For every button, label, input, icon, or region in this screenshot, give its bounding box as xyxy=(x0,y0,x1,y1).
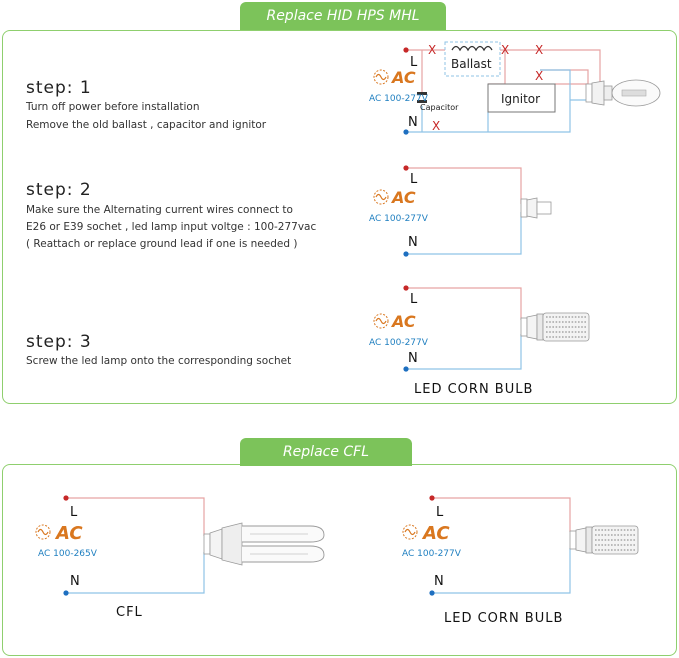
live-label: L xyxy=(70,505,78,520)
led-corn-bulb-icon xyxy=(569,525,639,555)
ac-voltage: AC 100-277V xyxy=(369,94,429,104)
step-3-text-1: Screw the led lamp onto the correspondin… xyxy=(26,355,292,367)
live-label: L xyxy=(410,55,418,70)
cfl-bulb-icon xyxy=(203,522,325,566)
hid-lamp-icon xyxy=(585,79,661,107)
hid-tab: Replace HID HPS MHL xyxy=(240,2,446,30)
step-3-title: step: 3 xyxy=(26,332,92,352)
socket-icon xyxy=(520,197,552,219)
ac-icon xyxy=(402,524,418,540)
cfl-panel xyxy=(2,464,677,656)
live-label: L xyxy=(436,505,444,520)
ac-voltage: AC 100-277V xyxy=(402,549,462,559)
cfl-led-diagram: L N AC AC 100-277V xyxy=(402,495,639,596)
neutral-label: N xyxy=(434,574,444,589)
ac-icon xyxy=(373,69,389,85)
step-2-text-1: Make sure the Alternating current wires … xyxy=(26,204,293,216)
ac-voltage: AC 100-277V xyxy=(369,214,429,224)
step-3-diagram: L N AC AC 100-277V xyxy=(369,285,590,372)
cfl-diagram: L N AC AC 100-265V xyxy=(35,495,325,596)
led-corn-bulb-icon xyxy=(520,312,590,342)
ac-icon xyxy=(373,189,389,205)
caption-cfl: CFL xyxy=(116,605,143,620)
x-mark: X xyxy=(535,43,543,57)
live-label: L xyxy=(410,172,418,187)
neutral-label: N xyxy=(408,115,418,130)
x-mark: X xyxy=(432,119,440,133)
step-1-title: step: 1 xyxy=(26,78,92,98)
step-2-text-2: E26 or E39 sochet , led lamp input voltg… xyxy=(26,221,317,233)
ac-label: AC xyxy=(421,523,450,544)
live-label: L xyxy=(410,292,418,307)
step-1-text-1: Turn off power before installation xyxy=(26,101,200,113)
ac-label: AC xyxy=(390,68,416,87)
ac-icon xyxy=(373,313,389,329)
ballast-label: Ballast xyxy=(451,57,492,71)
ac-label: AC xyxy=(390,188,416,207)
caption-led-corn-bulb-cfl: LED CORN BULB xyxy=(444,611,564,626)
ac-label: AC xyxy=(54,523,83,544)
step-2-title: step: 2 xyxy=(26,180,92,200)
caption-led-corn-bulb-hid: LED CORN BULB xyxy=(414,382,534,397)
hid-panel xyxy=(2,30,677,404)
ac-label: AC xyxy=(390,312,416,331)
capacitor-label: Capacitor xyxy=(420,103,459,112)
neutral-label: N xyxy=(408,351,418,366)
step-2-diagram: L N AC AC 100-277V xyxy=(369,165,552,257)
neutral-label: N xyxy=(70,574,80,589)
ignitor-label: Ignitor xyxy=(501,92,540,106)
x-mark: X xyxy=(428,43,436,57)
neutral-label: N xyxy=(408,235,418,250)
cfl-tab: Replace CFL xyxy=(240,438,412,466)
ac-voltage: AC 100-265V xyxy=(38,549,98,559)
step-1-diagram: Ballast Capacitor Ignitor X X X X X L N … xyxy=(369,41,661,135)
step-1-text-2: Remove the old ballast , capacitor and i… xyxy=(26,119,267,131)
x-mark: X xyxy=(535,69,543,83)
step-2-text-3: ( Reattach or replace ground lead if one… xyxy=(26,238,298,250)
x-mark: X xyxy=(501,43,509,57)
ac-icon xyxy=(35,524,51,540)
ac-voltage: AC 100-277V xyxy=(369,338,429,348)
